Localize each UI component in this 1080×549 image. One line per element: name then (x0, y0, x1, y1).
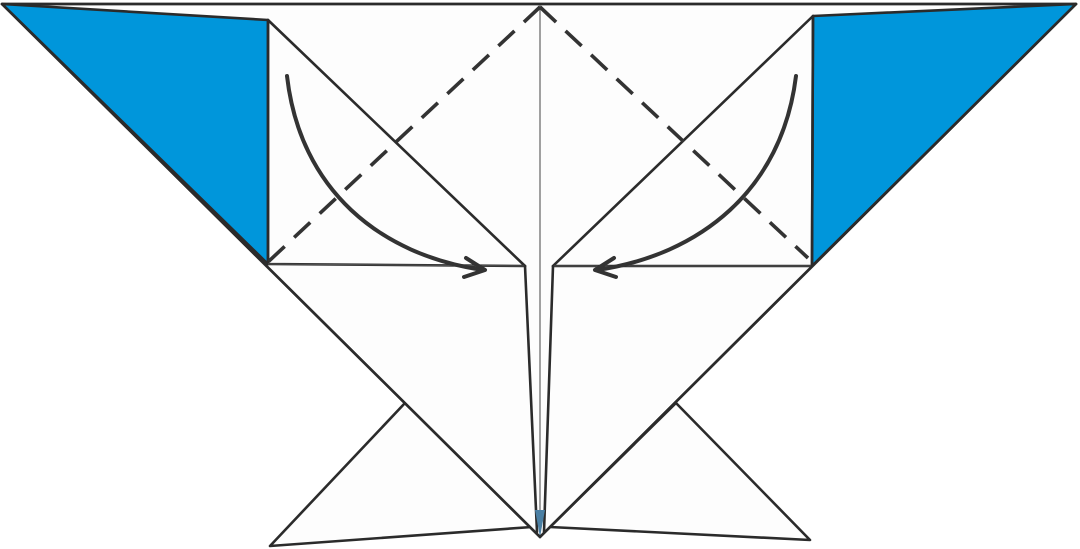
bottom-tip-shadow (535, 510, 545, 537)
left-panel-diagonal (266, 18, 527, 268)
left-fold-arrow (285, 74, 487, 279)
right-center-flap-edge (542, 264, 555, 534)
left-outer-edge (0, 2, 542, 539)
left-horizontal-crease (267, 263, 526, 267)
right-fold-arrow (593, 74, 798, 279)
left-valley-fold-line (266, 5, 542, 264)
left-center-flap-edge (523, 264, 539, 534)
right-valley-fold-line (538, 5, 810, 260)
right-outer-edge (538, 2, 1078, 539)
